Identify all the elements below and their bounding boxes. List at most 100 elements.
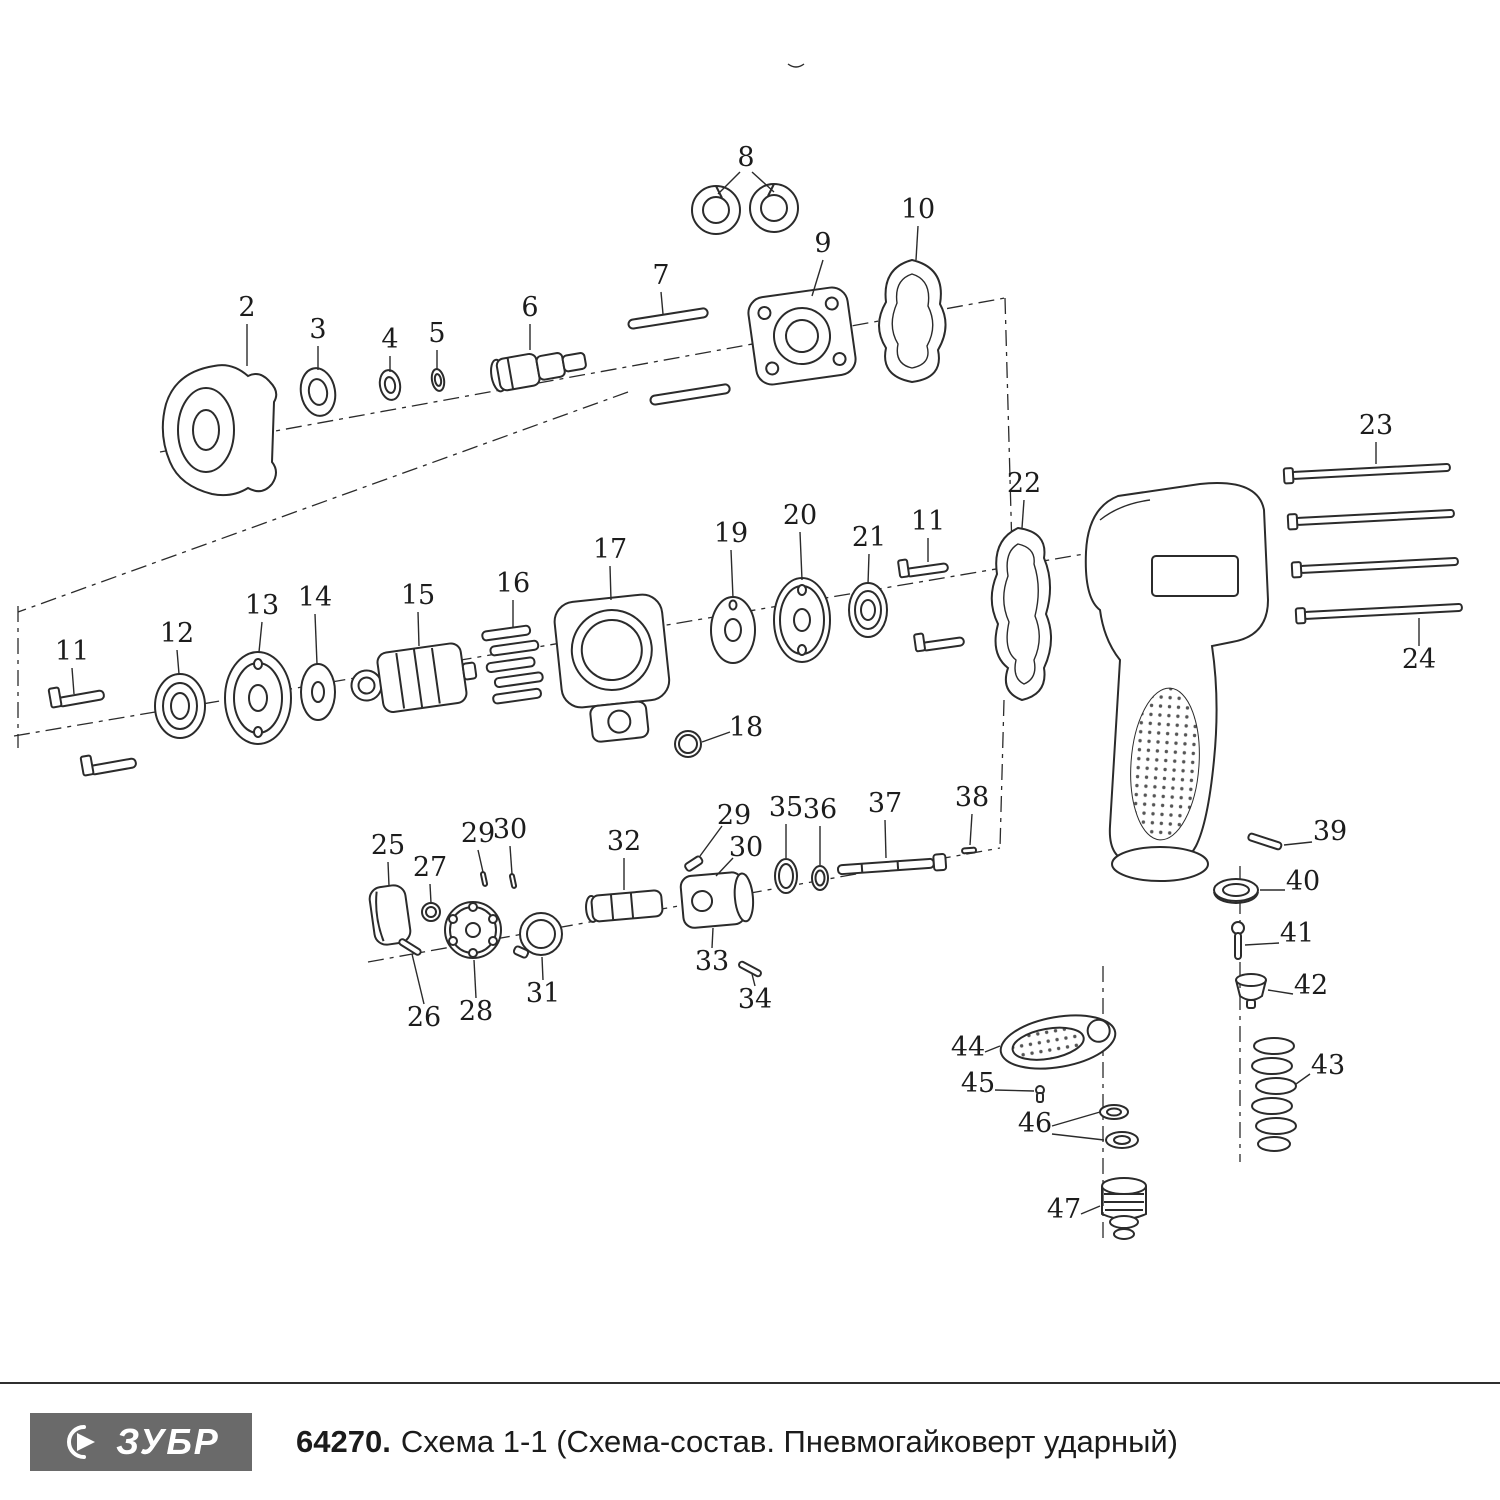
- part-label-32: 32: [607, 826, 641, 857]
- part-label-6: 6: [521, 292, 538, 323]
- leader-line-29: [699, 825, 723, 857]
- leader-line-28: [473, 959, 477, 999]
- leader-line-10: [915, 225, 919, 261]
- part-label-16: 16: [496, 568, 530, 599]
- leader-line-30: [715, 857, 734, 877]
- part-label-19: 19: [714, 518, 748, 549]
- part-37-rod: [836, 853, 948, 876]
- part-6-anvil: [490, 352, 587, 393]
- part-label-14: 14: [298, 582, 332, 613]
- leader-line-15: [417, 611, 420, 647]
- part-label-33: 33: [695, 946, 729, 977]
- part-23-24-bolts: [1282, 462, 1463, 625]
- part-44-deflector: [999, 1014, 1117, 1070]
- part-39-lever: [1247, 832, 1283, 851]
- part-18-o-ring: [674, 730, 702, 758]
- part-label-22: 22: [1007, 468, 1041, 499]
- leader-line-25: [387, 861, 390, 887]
- part-32-valve-shaft: [585, 889, 664, 923]
- part-45-screw: [1035, 1085, 1045, 1103]
- leader-line-37: [884, 819, 887, 859]
- leader-line-30: [509, 845, 513, 875]
- middle-assembly: [47, 526, 1052, 777]
- part-10-gasket: [878, 258, 947, 384]
- part-label-27: 27: [413, 852, 447, 883]
- part-9-hammer-cage: [747, 286, 857, 386]
- part-31-ring-cam: [512, 912, 563, 959]
- part-12-bearing: [154, 673, 206, 739]
- leader-line-7: [660, 291, 664, 315]
- part-13-rear-plate: [224, 651, 292, 745]
- part-20-end-plate: [773, 577, 831, 663]
- leader-line-12: [176, 649, 180, 675]
- leader-line-42: [1267, 989, 1294, 995]
- part-label-34: 34: [738, 984, 772, 1015]
- part-label-24: 24: [1402, 644, 1436, 675]
- exploded-diagram: 8109726345232211202119171615141312112418…: [13, 63, 1463, 1242]
- part-label-43: 43: [1311, 1050, 1345, 1081]
- part-label-47: 47: [1047, 1194, 1081, 1225]
- leader-line-13: [258, 621, 263, 653]
- part-label-42: 42: [1294, 970, 1328, 1001]
- footer: ЗУБР 64270.Схема 1-1 (Схема-состав. Пнев…: [0, 1384, 1500, 1500]
- leader-line-26: [411, 953, 425, 1005]
- part-label-12: 12: [160, 618, 194, 649]
- part-label-46: 46: [1018, 1108, 1052, 1139]
- part-2-clutch-housing: [161, 364, 278, 497]
- part-label-30: 30: [493, 814, 527, 845]
- tool-body: [1084, 482, 1283, 882]
- leader-line-31: [541, 956, 544, 981]
- part-14-washer: [300, 663, 336, 721]
- zubr-logo-icon: [67, 1425, 96, 1459]
- leader-line-9: [811, 259, 824, 297]
- part-41-valve-stem: [1231, 921, 1245, 960]
- part-label-30: 30: [729, 832, 763, 863]
- part-label-35: 35: [769, 792, 803, 823]
- part-label-11: 11: [911, 506, 945, 537]
- part-label-9: 9: [814, 228, 831, 259]
- leader-line-46: [1051, 1133, 1105, 1141]
- part-5-ring: [430, 368, 446, 392]
- part-label-26: 26: [407, 1002, 441, 1033]
- part-26-pin: [398, 938, 422, 956]
- body-name-plate: [1151, 555, 1239, 597]
- leader-line-14: [314, 613, 318, 665]
- leader-line-17: [609, 565, 612, 601]
- part-29-30-pins: [479, 871, 518, 889]
- part-19-front-plate: [710, 596, 756, 664]
- leader-line-29: [477, 849, 484, 873]
- part-label-7: 7: [652, 260, 669, 291]
- valve-column: [999, 878, 1297, 1240]
- part-21-bearing: [848, 582, 888, 638]
- leader-line-46: [1051, 1111, 1101, 1127]
- part-label-10: 10: [901, 194, 935, 225]
- part-label-23: 23: [1359, 410, 1393, 441]
- diagram-caption: 64270.Схема 1-1 (Схема-состав. Пневмогай…: [296, 1424, 1178, 1460]
- part-4-washer: [378, 369, 402, 401]
- leader-line-27: [429, 883, 432, 904]
- stray-mark: [787, 63, 805, 68]
- part-38-pin: [961, 846, 978, 855]
- part-label-40: 40: [1286, 866, 1320, 897]
- part-label-41: 41: [1280, 918, 1314, 949]
- part-11-screws-left: [47, 686, 137, 777]
- leader-line-45: [994, 1089, 1035, 1092]
- leader-line-43: [1295, 1073, 1311, 1085]
- part-46-washers: [1099, 1104, 1139, 1149]
- part-42-valve-seat: [1235, 973, 1267, 1009]
- part-28-plate: [444, 901, 502, 959]
- part-7-pins: [627, 307, 731, 406]
- part-40-ring: [1213, 878, 1259, 905]
- leader-line-47: [1080, 1205, 1101, 1215]
- part-35-o-ring: [774, 858, 798, 894]
- part-22-gasket: [990, 526, 1052, 702]
- part-label-15: 15: [401, 580, 435, 611]
- part-label-13: 13: [245, 590, 279, 621]
- part-16-vanes: [481, 624, 544, 705]
- leader-line-19: [730, 549, 734, 599]
- part-11-screws-right: [897, 558, 965, 653]
- upper-assembly: [161, 183, 947, 497]
- part-15-rotor: [350, 642, 478, 713]
- diagram-title: Схема 1-1 (Схема-состав. Пневмогайковерт…: [400, 1424, 1179, 1459]
